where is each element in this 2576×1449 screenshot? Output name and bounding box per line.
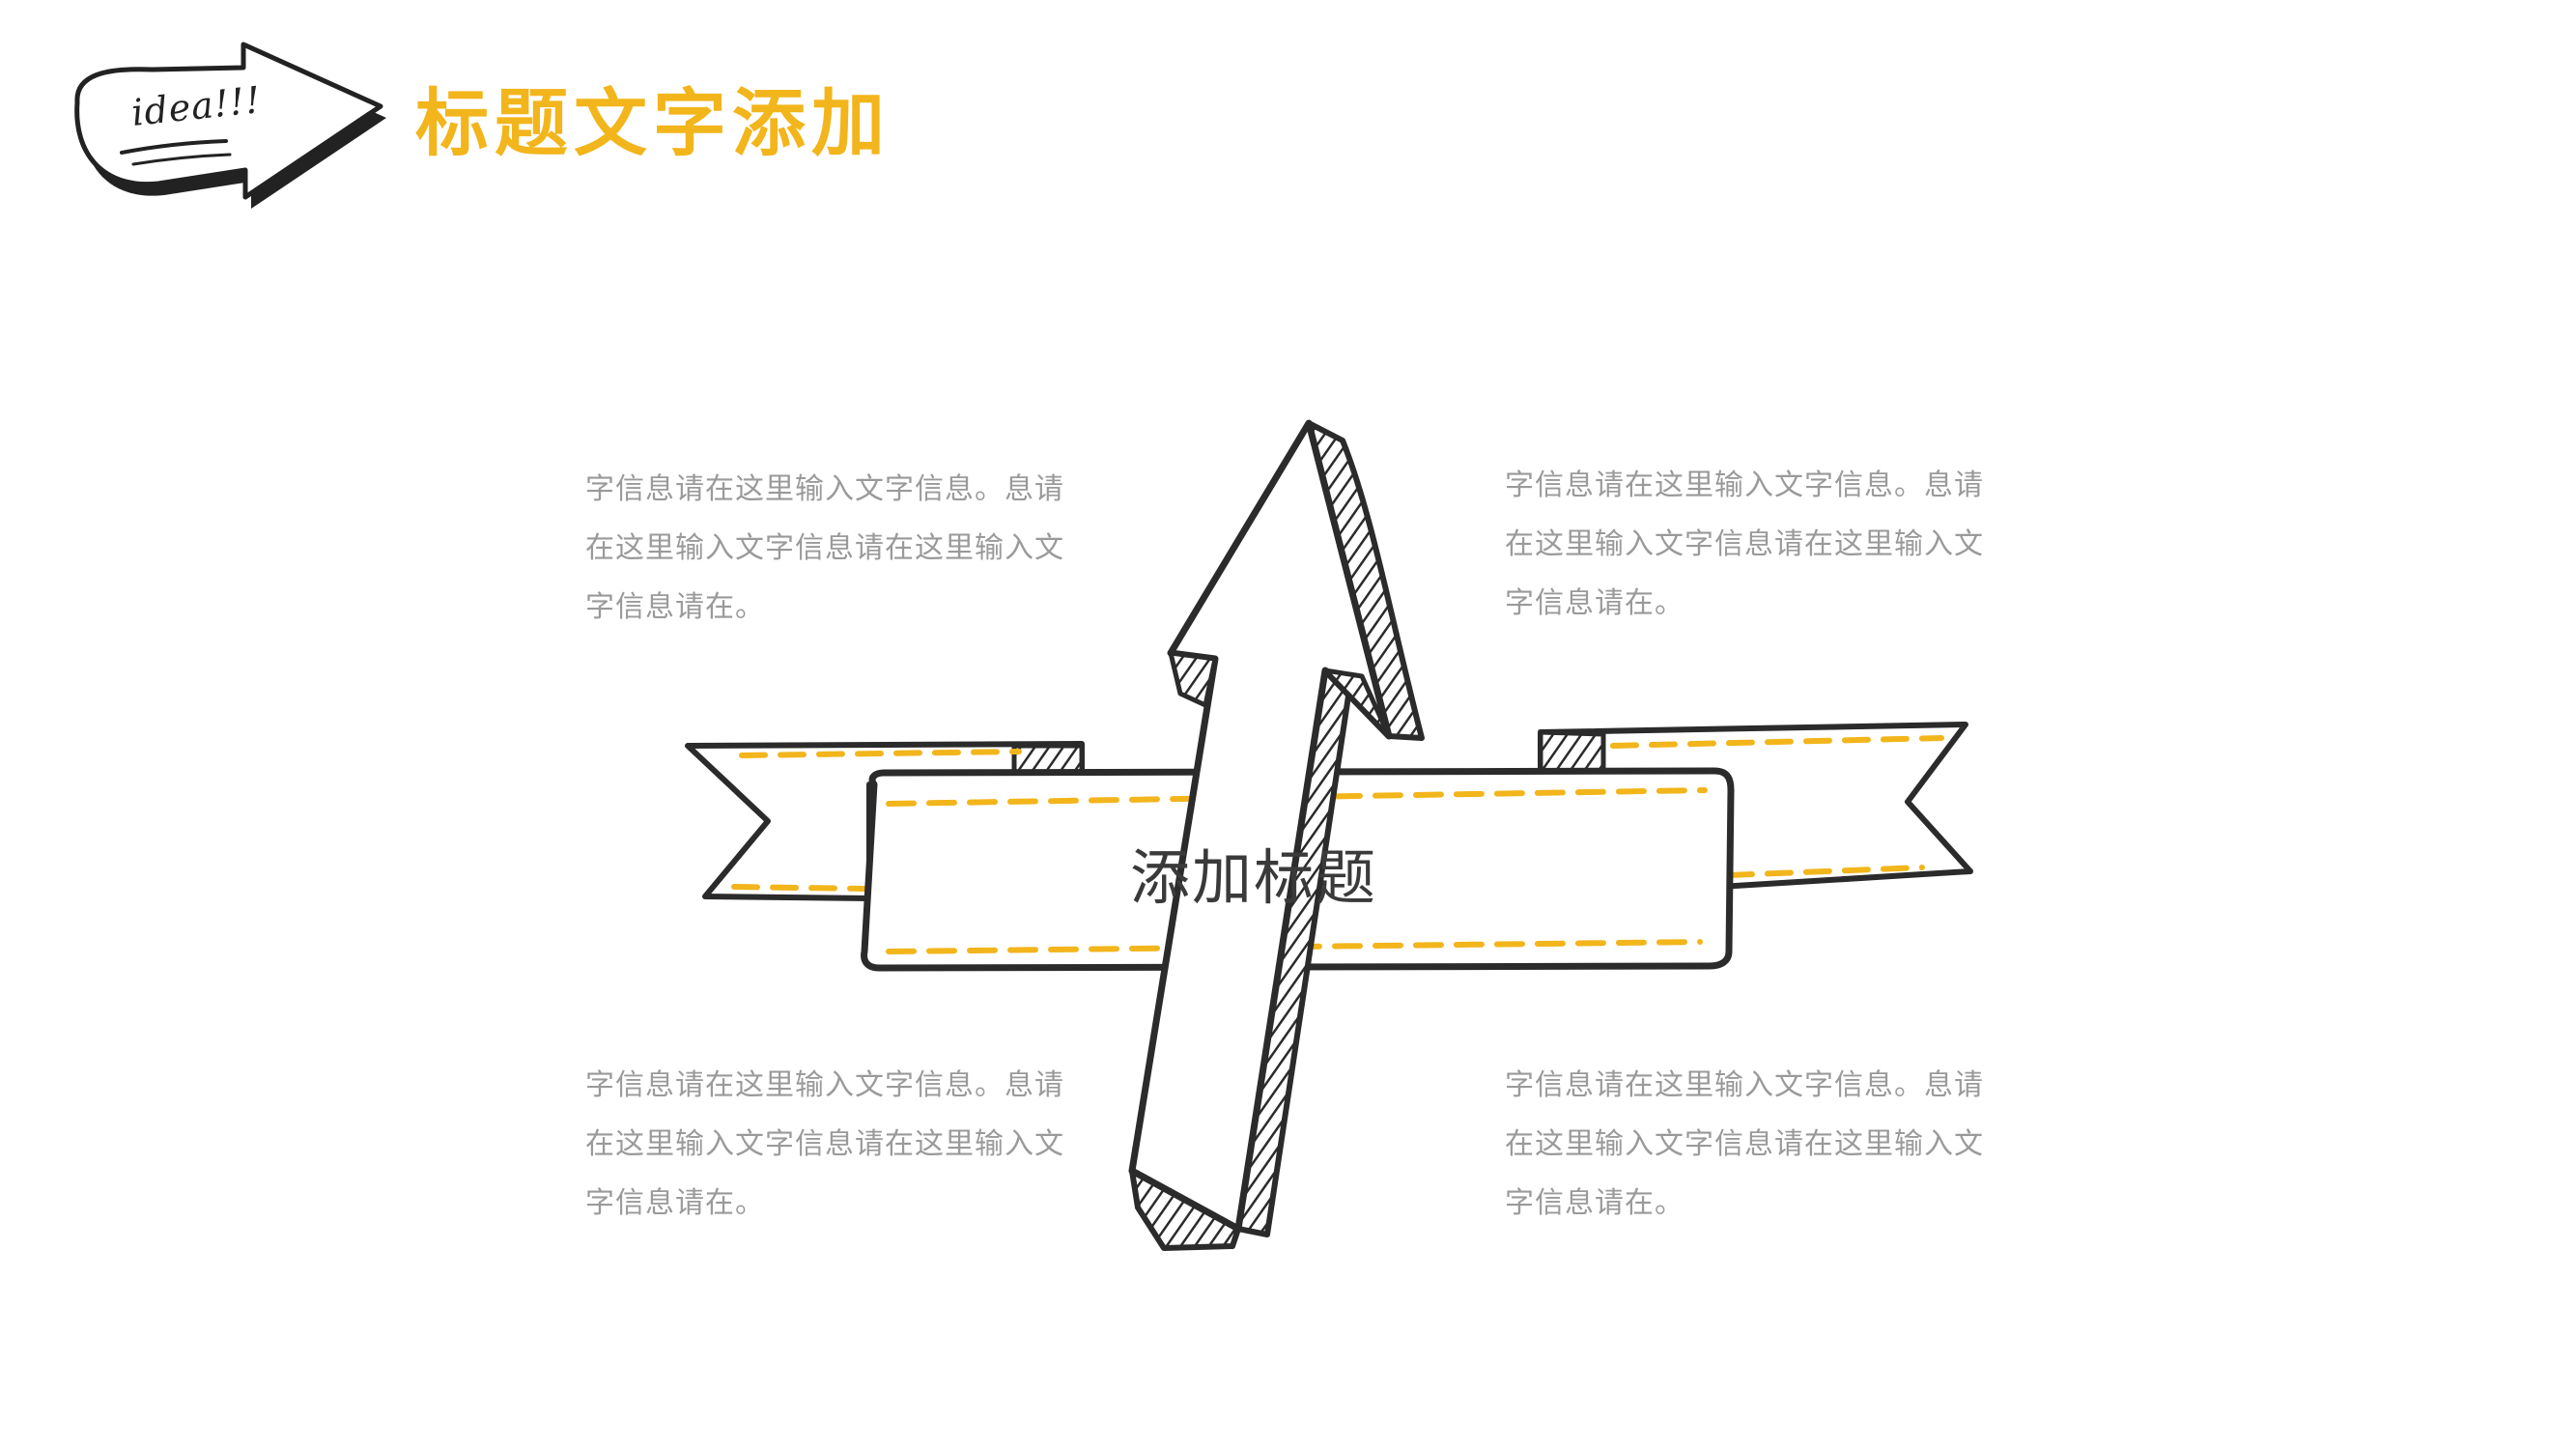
arrow-head-side — [1306, 420, 1425, 741]
text-block-bottom-right: 字信息请在这里输入文字信息。息请在这里输入文字信息请在这里输入文字信息请在。 — [1505, 1068, 1984, 1220]
text-block-top-right: 字信息请在这里输入文字信息。息请在这里输入文字信息请在这里输入文字信息请在。 — [1505, 469, 1984, 620]
idea-arrow-badge-icon — [74, 42, 386, 209]
page-title: 标题文字添加 — [415, 80, 891, 166]
text-block-top-left: 字信息请在这里输入文字信息。息请在这里输入文字信息请在这里输入文字信息请在。 — [585, 472, 1064, 624]
arrow-notch-left — [1168, 650, 1218, 708]
ribbon-title: 添加标题 — [1130, 842, 1378, 913]
arrow-notch-right — [1322, 668, 1392, 739]
text-block-bottom-left: 字信息请在这里输入文字信息。息请在这里输入文字信息请在这里输入文字信息请在。 — [585, 1068, 1064, 1220]
